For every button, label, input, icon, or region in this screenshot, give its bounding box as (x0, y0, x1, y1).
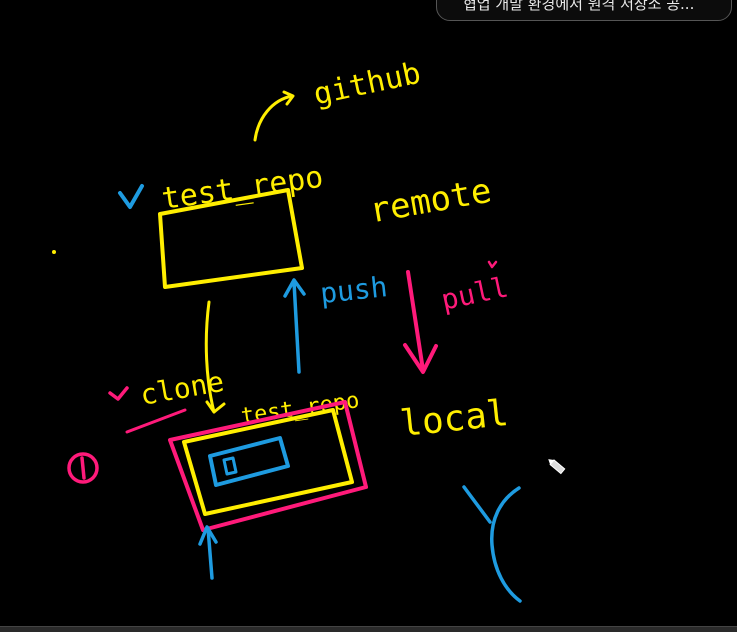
clone-check-mark (108, 386, 129, 401)
stray-dot (52, 250, 56, 254)
inner-file-box (208, 436, 290, 487)
branch-right-stroke (490, 486, 522, 603)
github-label: github (311, 56, 424, 113)
step-marker-circle (67, 452, 99, 484)
local-repo-box (182, 408, 354, 516)
clone-arrow (204, 300, 216, 414)
bottom-push-arrow (206, 526, 214, 580)
pencil-cursor-icon (548, 459, 566, 475)
pull-check-mark (487, 260, 498, 269)
remote-label: remote (367, 171, 495, 232)
push-arrowhead (283, 278, 306, 298)
caption-text: 협업 개발 환경에서 원격 저장소 공... (463, 0, 695, 13)
pull-arrowhead (403, 343, 438, 374)
github-arrowhead (282, 90, 295, 106)
push-label: push (318, 270, 389, 310)
local-repo-label: test_repo (239, 388, 361, 429)
remote-check-mark (118, 184, 144, 209)
clone-underline (125, 408, 187, 434)
inner-file-marker (222, 456, 238, 476)
github-arrow (253, 94, 294, 142)
branch-left-stroke (462, 485, 492, 524)
bottom-push-arrowhead (198, 525, 218, 546)
local-outer-box (168, 400, 368, 532)
local-label: local (398, 393, 510, 445)
pull-arrow (406, 270, 425, 372)
remote-repo-box (158, 188, 304, 289)
clone-arrowhead (205, 400, 226, 414)
pull-label: pull (438, 270, 511, 316)
push-arrow (292, 280, 301, 374)
bottom-progress-bar[interactable] (0, 626, 737, 632)
inner-file-line (238, 473, 258, 480)
caption-banner: 협업 개발 환경에서 원격 저장소 공... (436, 0, 732, 21)
step-marker-digit (80, 456, 86, 480)
